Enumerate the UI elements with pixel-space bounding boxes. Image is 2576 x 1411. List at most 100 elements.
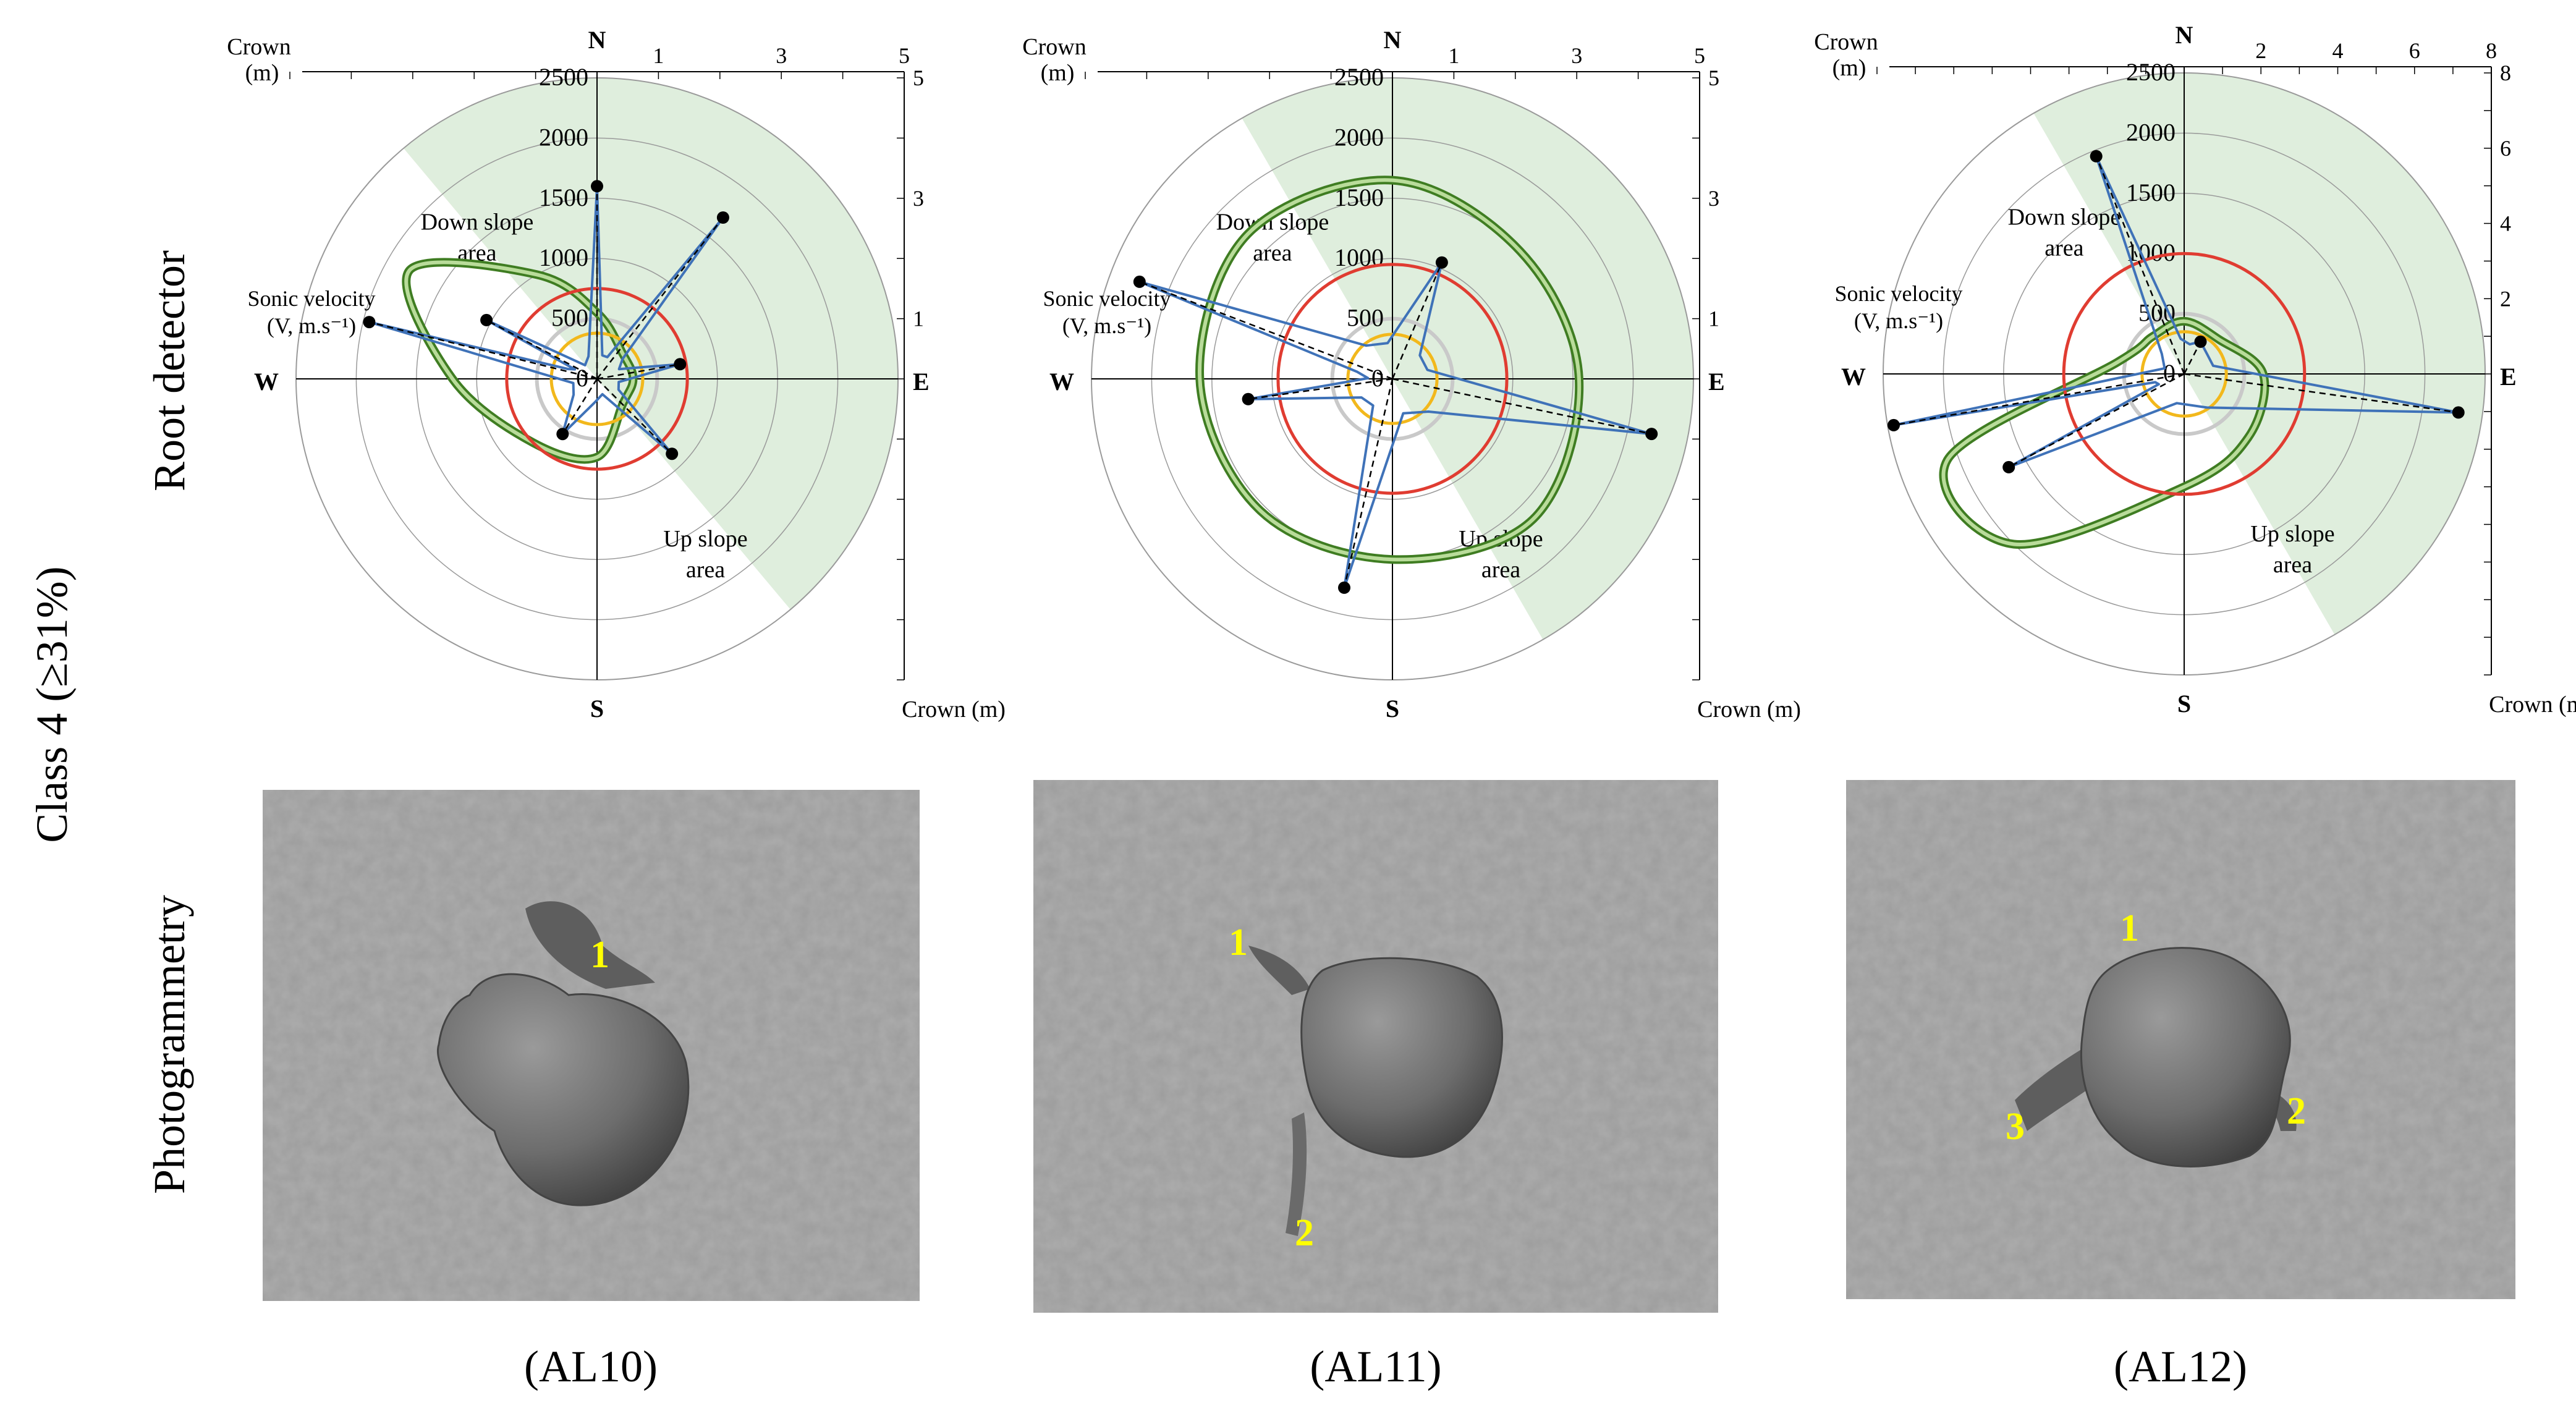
photo-label-1: 1 [590,934,609,976]
radial-tick-label: 2500 [1334,63,1384,91]
sonic-velocity-ray [2183,341,2201,375]
radial-tick-label: 2500 [2126,58,2176,86]
radial-tick-label: 2500 [539,63,588,91]
sonic-velocity-point [363,316,376,329]
sonic-velocity-point [1888,418,1900,431]
compass-west-label: W [1841,363,1866,391]
radial-tick-label: 2000 [2126,118,2176,146]
sonic-velocity-point [2452,406,2465,419]
root-shadow [1248,946,1310,995]
radial-tick-label: 0 [2163,359,2176,387]
radial-tick-label: 500 [551,304,588,332]
crown-axis-unit-top: (m) [1041,60,1075,86]
radial-tick-label: 1500 [2126,179,2176,206]
crown-axis-title-right: Crown (m) [1697,697,1801,722]
sonic-velocity-label: (V, m.s⁻¹) [1854,308,1943,333]
radial-tick-label: 1000 [2126,239,2176,266]
up-slope-label: Up slope [663,526,747,552]
crown-axis-title-right: Crown (m) [2489,692,2576,718]
up-slope-area-sector [1242,77,1694,640]
sonic-velocity-point [1338,581,1350,594]
sonic-velocity-label: Sonic velocity [248,286,376,311]
radial-tick-label: 2000 [539,123,588,151]
trunk-shape [2080,947,2291,1167]
sonic-velocity-ray [2095,156,2185,375]
radial-tick-label: 500 [1347,304,1384,332]
sonic-velocity-point [2090,150,2103,163]
down-slope-label: Down slope [2008,205,2121,231]
compass-east-label: E [1708,368,1725,396]
sonic-velocity-ray [369,321,598,380]
row-label-root-detector: Root detector [145,250,194,491]
crown-tick-label-right: 5 [913,66,924,90]
class-label: Class 4 (≥31%) [27,566,77,842]
radial-tick-label: 1000 [539,244,588,271]
caption-al11: (AL11) [1310,1342,1441,1391]
compass-west-label: W [1049,368,1074,396]
sonic-velocity-ray [596,217,724,379]
up-slope-label: area [686,557,725,583]
photo-label-2: 2 [2287,1090,2306,1132]
radial-tick-label: 2000 [1334,123,1384,151]
sonic-velocity-ray [1391,262,1443,379]
sonic-velocity-point [674,358,687,371]
sonic-velocity-point [1242,392,1255,405]
sonic-velocity-point [2194,335,2207,348]
sonic-velocity-ray [1343,378,1394,588]
sonic-velocity-ray [1893,373,2185,426]
trunk-shape [437,973,690,1206]
sonic-velocity-ray [596,363,680,380]
root-shadow [1286,1112,1307,1236]
sonic-velocity-point [591,180,603,193]
caption-al10: (AL10) [524,1342,658,1391]
crown-outline-inner [1198,178,1582,562]
crown-axis-unit-top: (m) [245,60,279,86]
caption-al12: (AL12) [2114,1342,2247,1391]
compass-west-label: W [254,368,279,396]
compass-north-label: N [1384,26,1402,54]
radial-tick-label: 0 [1371,364,1384,392]
up-slope-label: Up slope [2250,521,2334,547]
crown-tick-label-top: 6 [2409,38,2420,63]
sonic-velocity-point [1133,275,1146,288]
sonic-velocity-label: (V, m.s⁻¹) [267,313,356,338]
red-reference-circle [2062,252,2307,496]
crown-tick-label-right: 1 [913,307,924,331]
compass-north-label: N [2176,21,2193,49]
sonic-velocity-point [480,313,493,326]
crown-tick-label-right: 6 [2500,136,2511,161]
crown-tick-label-right: 4 [2500,211,2511,236]
red-reference-circle [1276,263,1509,495]
sonic-velocity-point [1435,256,1448,269]
photo-label-1: 1 [1229,922,1248,964]
sonic-velocity-point [716,211,729,224]
crown-tick-label-top: 8 [2486,38,2497,63]
photogrammetry-image-al11: 1 2 [1033,780,1718,1313]
up-slope-area-sector [2033,72,2486,635]
sonic-velocity-label: Sonic velocity [1835,281,1963,306]
row-label-photogrammetry: Photogrammetry [145,895,194,1194]
sonic-velocity-series [368,185,724,456]
sonic-velocity-ray [1248,378,1393,400]
crown-tick-label-right: 2 [2500,286,2511,311]
sonic-velocity-series [1138,261,1653,589]
sonic-velocity-point [556,428,569,441]
crown-outline-inner [1941,319,2267,546]
compass-south-label: S [2177,690,2191,718]
radial-tick-label: 1500 [539,184,588,211]
crown-tick-label-right: 3 [913,186,924,211]
photo-label-3: 3 [2006,1106,2025,1148]
sonic-velocity-ray [2008,373,2185,468]
crown-tick-label-top: 4 [2332,38,2344,63]
radial-tick-label: 1000 [1334,244,1384,271]
crown-tick-label-right: 3 [1708,186,1719,211]
crown-tick-label-top: 1 [653,43,664,68]
root-shadow [525,901,655,989]
photogrammetry-image-al10: 1 [263,790,920,1301]
compass-south-label: S [1386,695,1399,722]
sonic-velocity-label: Sonic velocity [1043,286,1171,311]
crown-tick-label-top: 3 [776,43,787,68]
down-slope-label: Down slope [421,210,534,235]
